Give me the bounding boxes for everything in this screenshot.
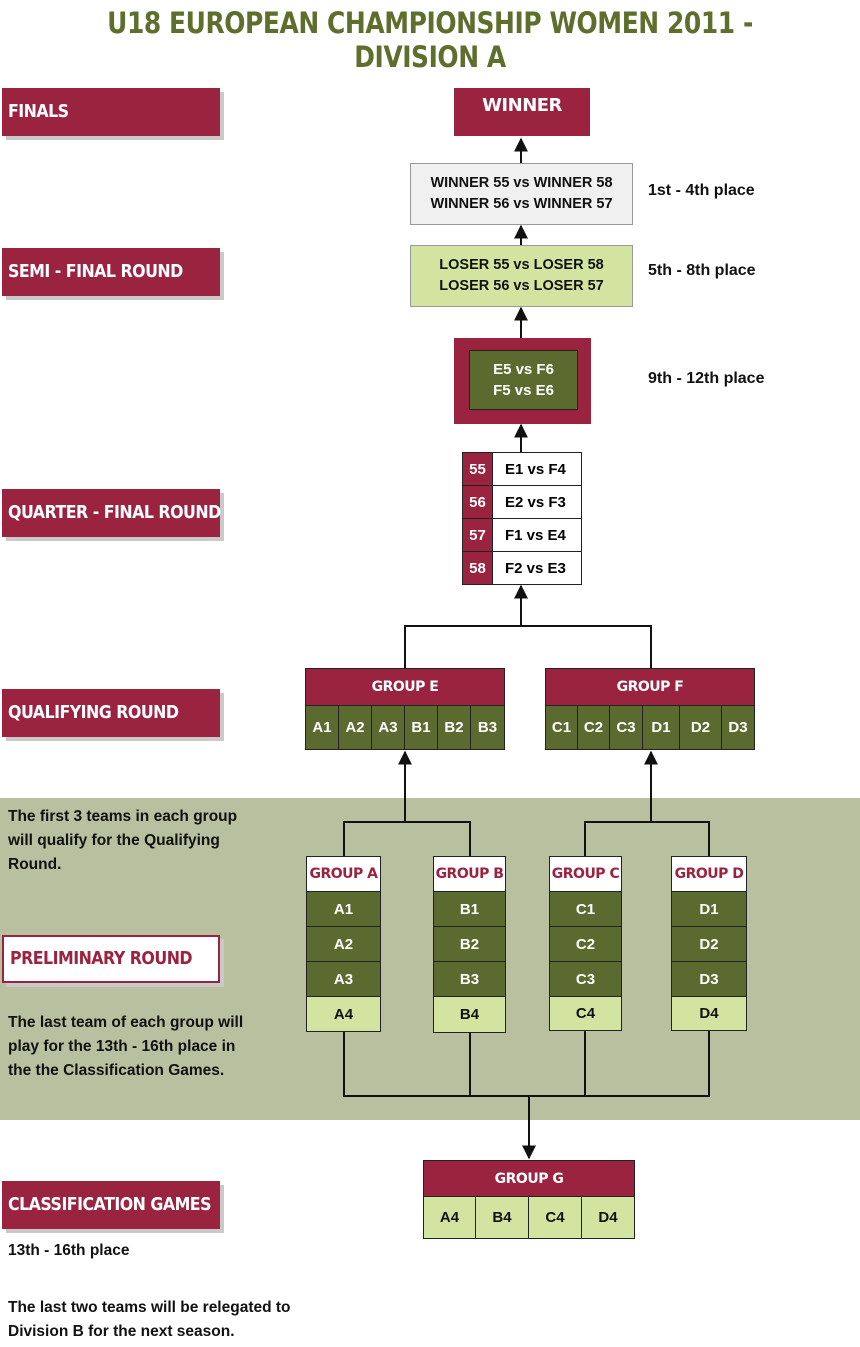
quarter-number: 58 — [462, 551, 493, 585]
ninth-line-2: F5 vs E6 — [493, 382, 554, 399]
group-a-team: A1 — [306, 891, 381, 927]
group-b-header: GROUP B — [433, 856, 506, 892]
relegation-note: The last two teams will be relegated to … — [8, 1299, 291, 1340]
connector-cd — [584, 821, 710, 856]
group-e-team: B1 — [404, 705, 438, 750]
quarter-number: 57 — [462, 518, 493, 552]
quarter-final-table: 55 E1 vs F4 56 E2 vs F3 57 F1 vs E4 58 F… — [462, 452, 582, 585]
group-g-team: D4 — [581, 1196, 635, 1239]
qualify-note: The first 3 teams in each group will qua… — [8, 808, 238, 873]
group-g-team: C4 — [528, 1196, 582, 1239]
semi-line-2: LOSER 56 vs LOSER 57 — [439, 278, 604, 294]
group-b-team: B1 — [433, 891, 506, 927]
group-c-team: C3 — [549, 961, 622, 997]
group-c-header: GROUP C — [549, 856, 622, 892]
group-a-team: A3 — [306, 961, 381, 997]
group-g-team: B4 — [475, 1196, 529, 1239]
group-f-header: GROUP F — [545, 668, 755, 706]
group-d-team: D4 — [671, 996, 747, 1031]
last-team-note: The last team of each group will play fo… — [8, 1014, 244, 1079]
group-g-team: A4 — [423, 1196, 476, 1239]
group-c: GROUP C C1 C2 C3 C4 — [549, 856, 622, 1031]
group-f-team: C2 — [577, 705, 610, 750]
quarter-match: E1 vs F4 — [492, 452, 582, 486]
connector-last-teams — [343, 1031, 710, 1097]
group-f-team: D3 — [721, 705, 755, 750]
group-a: GROUP A A1 A2 A3 A4 — [306, 856, 381, 1032]
finals-place-label: 1st - 4th place — [648, 182, 755, 199]
group-d: GROUP D D1 D2 D3 D4 — [671, 856, 747, 1031]
group-e-team: A3 — [371, 705, 405, 750]
group-b-team: B4 — [433, 996, 506, 1033]
group-e-team: A1 — [305, 705, 339, 750]
semi-place-label: 5th - 8th place — [648, 262, 756, 279]
group-d-team: D3 — [671, 961, 747, 997]
finals-matchups-box: WINNER 55 vs WINNER 58 WINNER 56 vs WINN… — [410, 163, 633, 225]
group-e-header: GROUP E — [305, 668, 505, 706]
group-e-team: B3 — [470, 705, 505, 750]
quarter-match: E2 vs F3 — [492, 485, 582, 519]
stage-label-classification: CLASSIFICATION GAMES — [2, 1181, 220, 1229]
classification-place-note: 13th - 16th place — [8, 1242, 130, 1259]
stage-label-preliminary: PRELIMINARY ROUND — [2, 935, 220, 983]
stage-label-finals: FINALS — [2, 88, 220, 136]
group-c-team: C2 — [549, 926, 622, 962]
group-d-team: D1 — [671, 891, 747, 927]
group-d-team: D2 — [671, 926, 747, 962]
group-b-team: B2 — [433, 926, 506, 962]
group-d-header: GROUP D — [671, 856, 747, 892]
group-e-team: A2 — [338, 705, 372, 750]
group-a-header: GROUP A — [306, 856, 381, 892]
group-c-team: C4 — [549, 996, 622, 1031]
page-title: U18 EUROPEAN CHAMPIONSHIP WOMEN 2011 - D… — [107, 6, 753, 74]
group-f: GROUP F C1 C2 C3 D1 D2 D3 — [545, 668, 755, 750]
group-b-team: B3 — [433, 961, 506, 997]
group-f-team: C3 — [609, 705, 643, 750]
group-e: GROUP E A1 A2 A3 B1 B2 B3 — [305, 668, 505, 750]
ninth-line-1: E5 vs F6 — [493, 361, 554, 378]
group-g: GROUP G A4 B4 C4 D4 — [423, 1160, 635, 1239]
ninth-matchups-box: E5 vs F6 F5 vs E6 — [469, 350, 578, 410]
group-c-team: C1 — [549, 891, 622, 927]
connector-ab — [343, 821, 471, 856]
quarter-match: F1 vs E4 — [492, 518, 582, 552]
group-g-header: GROUP G — [423, 1160, 635, 1197]
stage-label-quarter-final: QUARTER - FINAL ROUND — [2, 489, 221, 537]
semi-matchups-box: LOSER 55 vs LOSER 58 LOSER 56 vs LOSER 5… — [410, 245, 633, 307]
quarter-number: 56 — [462, 485, 493, 519]
finals-line-2: WINNER 56 vs WINNER 57 — [430, 196, 613, 212]
group-a-team: A2 — [306, 926, 381, 962]
ninth-place-label: 9th - 12th place — [648, 370, 765, 387]
winner-box: WINNER — [454, 88, 590, 136]
stage-label-qualifying: QUALIFYING ROUND — [2, 689, 220, 737]
group-b: GROUP B B1 B2 B3 B4 — [433, 856, 506, 1033]
quarter-match: F2 vs E3 — [492, 551, 582, 585]
group-f-team: D1 — [642, 705, 680, 750]
connector-ef — [404, 625, 652, 668]
quarter-number: 55 — [462, 452, 493, 486]
group-a-team: A4 — [306, 996, 381, 1032]
group-f-team: C1 — [545, 705, 578, 750]
finals-line-1: WINNER 55 vs WINNER 58 — [430, 175, 613, 191]
group-f-team: D2 — [679, 705, 722, 750]
stage-label-semi-final: SEMI - FINAL ROUND — [2, 248, 220, 296]
semi-line-1: LOSER 55 vs LOSER 58 — [439, 257, 604, 273]
group-e-team: B2 — [437, 705, 471, 750]
